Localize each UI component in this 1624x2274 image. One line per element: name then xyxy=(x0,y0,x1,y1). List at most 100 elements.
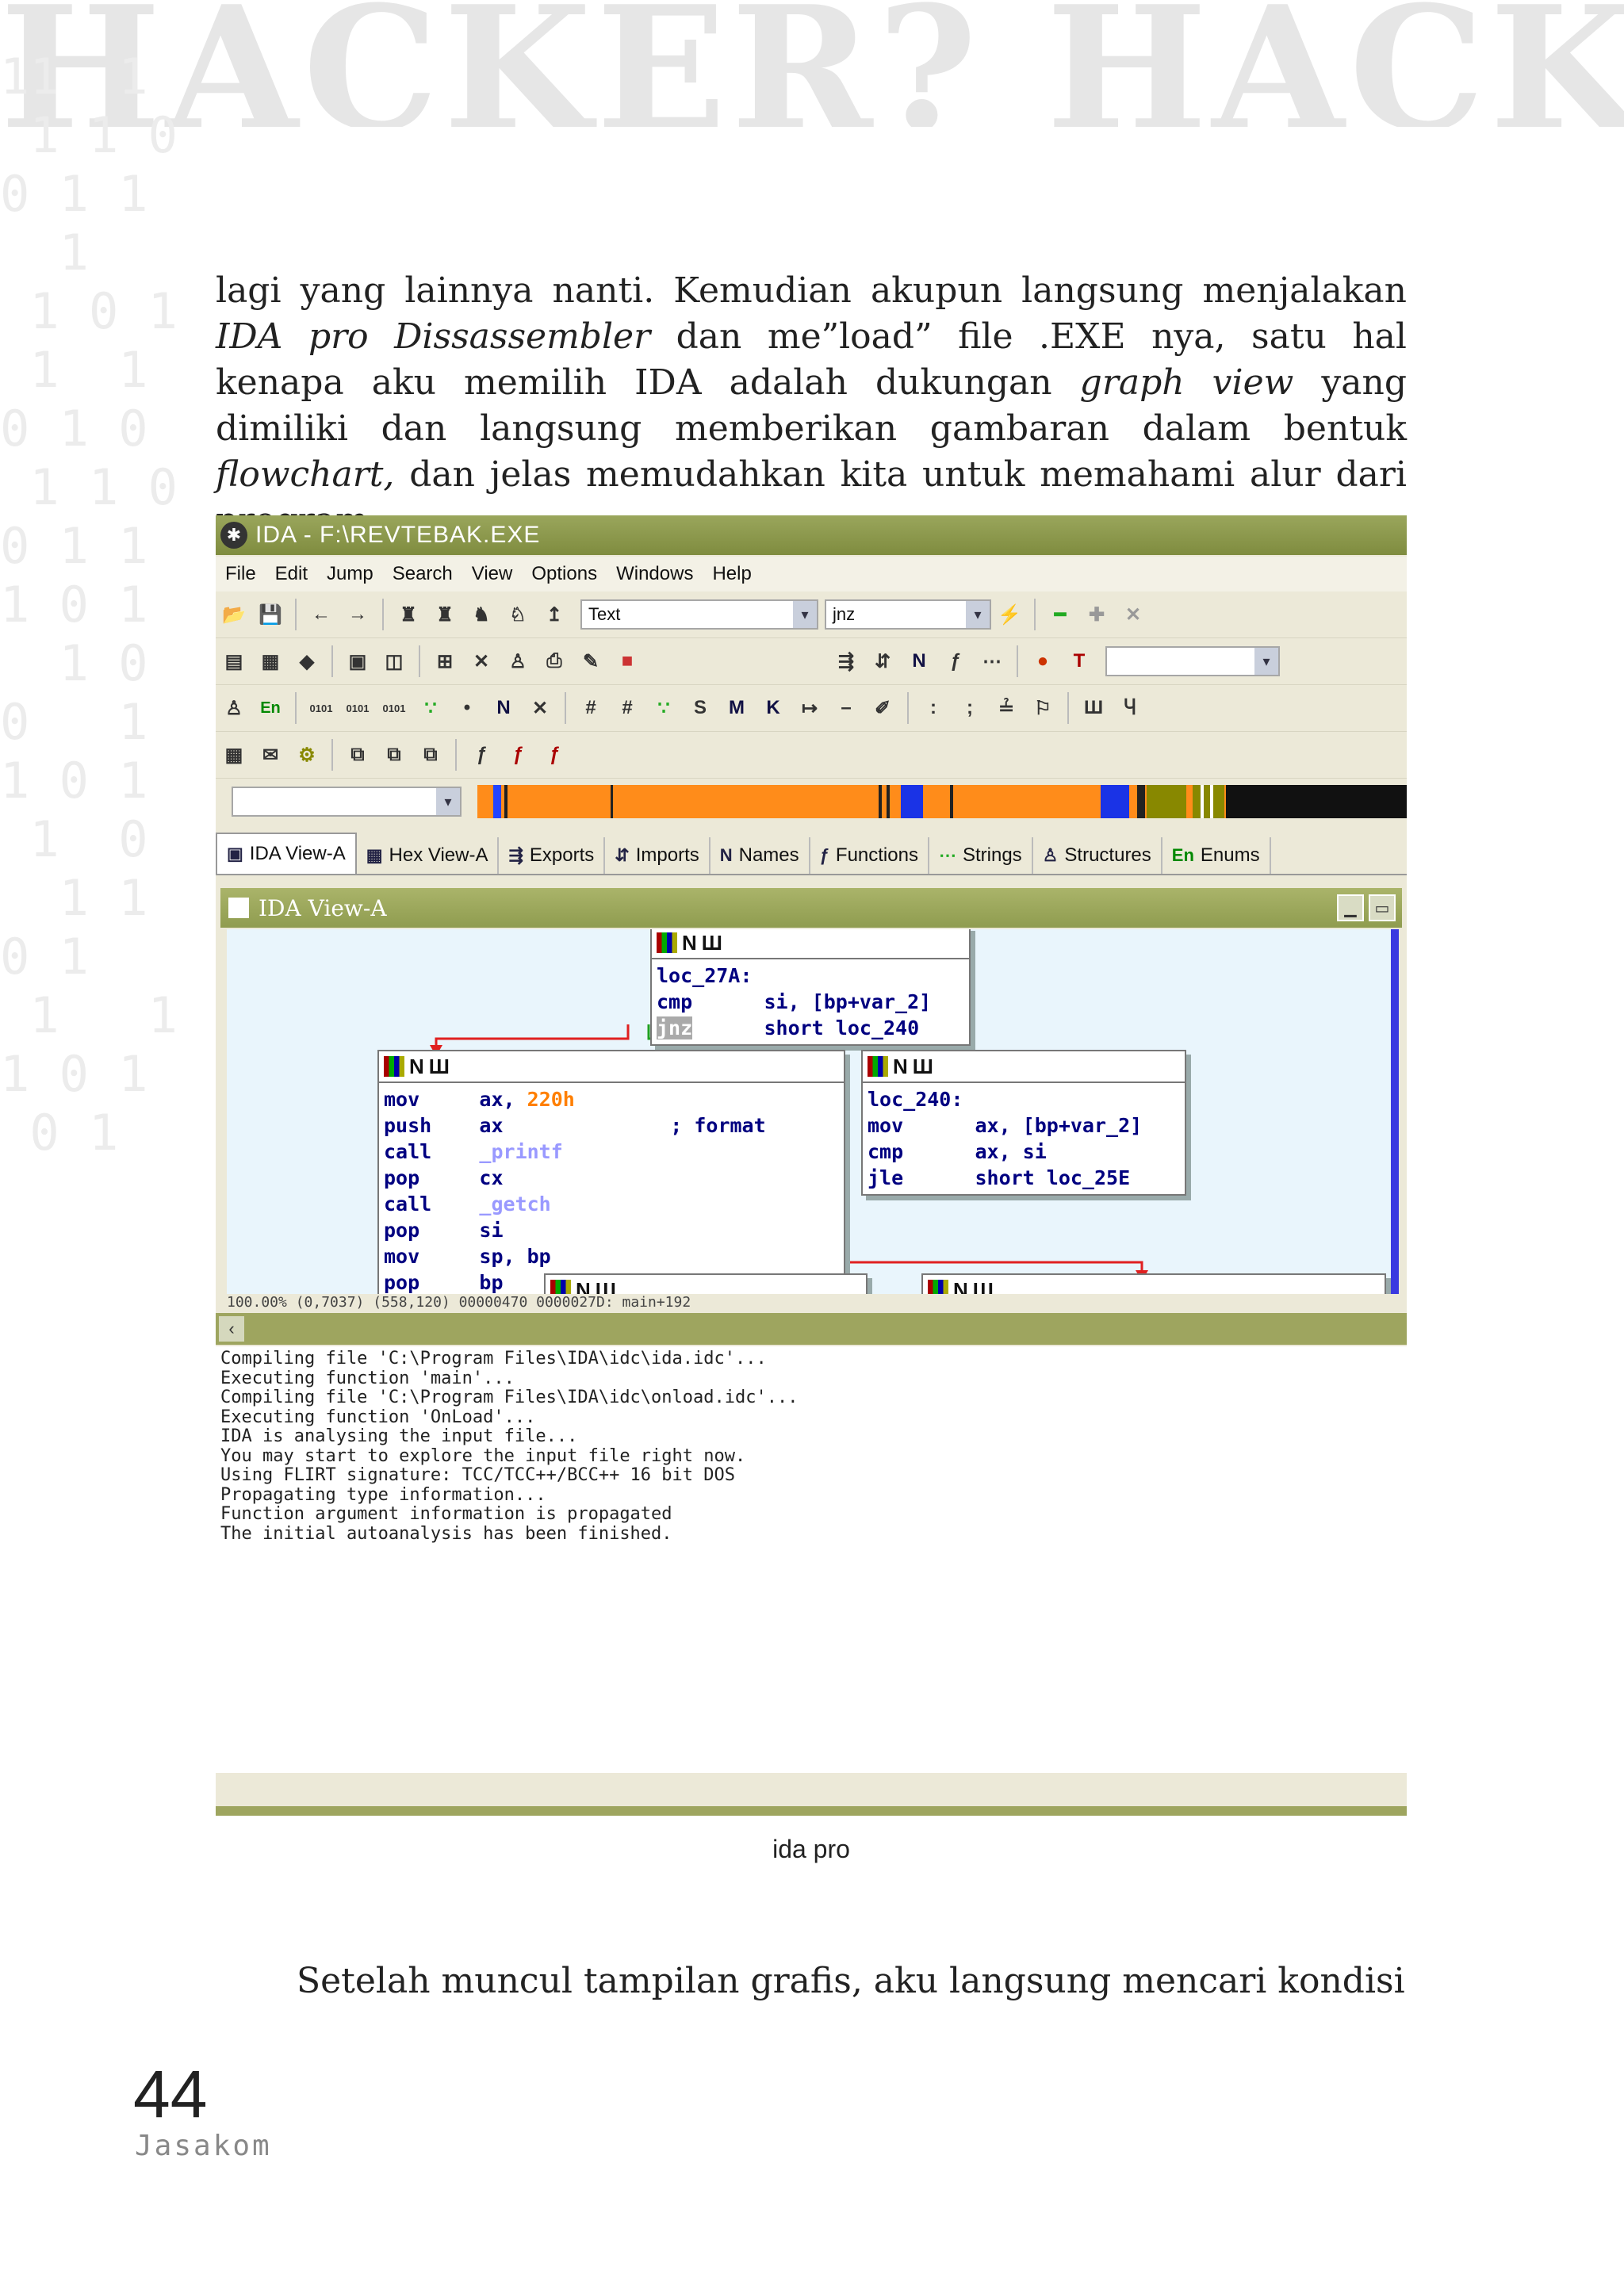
segment-icon[interactable]: ▤ xyxy=(224,650,243,672)
menu-options[interactable]: Options xyxy=(531,563,598,584)
type-icon[interactable]: T xyxy=(1073,650,1086,672)
scroll-left-icon[interactable]: ‹ xyxy=(219,1316,244,1342)
tab-imports[interactable]: ⇵Imports xyxy=(605,837,710,874)
highlighted-jnz[interactable]: jnz xyxy=(657,1016,693,1039)
wrench-icon[interactable]: ✎ xyxy=(582,650,599,672)
tab-structures[interactable]: ♙Structures xyxy=(1033,837,1162,874)
xref-to-icon[interactable]: ⧉ xyxy=(387,744,401,765)
menu-file[interactable]: File xyxy=(225,563,256,584)
horizontal-scrollbar[interactable]: ‹ xyxy=(216,1313,1407,1345)
struct-icon[interactable]: ♙ xyxy=(509,650,527,672)
expand-icon[interactable]: ✚ xyxy=(1088,603,1105,626)
plugin-icon[interactable]: ⚙ xyxy=(298,744,316,766)
semicolon-icon[interactable]: ; xyxy=(967,697,973,718)
script-icon[interactable]: ✉ xyxy=(262,744,279,766)
menu-windows[interactable]: Windows xyxy=(616,563,694,584)
search-text-icon[interactable]: ♞ xyxy=(473,603,490,626)
navigation-band[interactable] xyxy=(477,785,1407,818)
offset-icon[interactable]: ↦ xyxy=(801,697,818,719)
tab-exports[interactable]: ⇶Exports xyxy=(499,837,606,874)
minimize-icon[interactable]: ▁ xyxy=(1337,894,1364,921)
tab-strings[interactable]: ⋯Strings xyxy=(929,837,1033,874)
array-icon[interactable]: 0101 xyxy=(382,702,406,714)
palette-icon[interactable]: ■ xyxy=(621,650,634,672)
search-binoculars-icon[interactable]: ♜ xyxy=(400,603,417,626)
function-ref[interactable]: _printf xyxy=(479,1140,563,1163)
function-end-icon[interactable]: ƒ xyxy=(549,744,560,765)
search-imm-icon[interactable]: ♘ xyxy=(509,603,527,626)
instruction-combo[interactable]: jnz▾ xyxy=(825,599,991,630)
name-m-icon[interactable]: M xyxy=(729,697,745,718)
graph-icon[interactable]: Ш xyxy=(1083,697,1104,718)
tab-ida-view-a[interactable]: ▣IDA View-A xyxy=(216,833,357,874)
save-icon[interactable]: 💾 xyxy=(259,603,282,626)
comment-icon[interactable]: ≟ xyxy=(998,697,1015,719)
subwindow-titlebar[interactable]: IDA View-A ▁ ▭ xyxy=(220,888,1402,928)
search-next-icon[interactable]: ♜ xyxy=(436,603,454,626)
function-edit-icon[interactable]: ƒ xyxy=(512,744,523,765)
exports-icon[interactable]: ⇶ xyxy=(837,650,855,672)
functions-icon[interactable]: ƒ xyxy=(950,650,961,672)
lightning-icon[interactable]: ⚡ xyxy=(998,603,1021,626)
data-icon[interactable]: 0101 xyxy=(346,702,370,714)
delete-icon[interactable]: ✕ xyxy=(531,697,549,719)
window-icon[interactable]: ◫ xyxy=(385,650,404,672)
menu-view[interactable]: View xyxy=(471,563,513,584)
hex-icon[interactable]: ⊞ xyxy=(436,650,454,672)
view-mode-combo[interactable]: Text▾ xyxy=(580,599,818,630)
segment-s-icon[interactable]: S xyxy=(693,697,707,718)
char-icon[interactable]: ∵ xyxy=(657,697,670,719)
colon-icon[interactable]: : xyxy=(930,697,936,718)
undefine-icon[interactable]: ∵ xyxy=(424,697,437,719)
menu-help[interactable]: Help xyxy=(712,563,752,584)
diamond-icon[interactable]: ◆ xyxy=(299,650,315,672)
back-arrow-icon[interactable]: ← xyxy=(312,603,331,625)
print-icon[interactable]: ⎙ xyxy=(546,650,562,672)
segment-combo[interactable]: ▾ xyxy=(232,787,462,817)
cross-icon[interactable]: ✕ xyxy=(473,650,490,672)
dot-icon[interactable]: • xyxy=(463,697,471,718)
jump-icon[interactable]: ↥ xyxy=(546,603,563,626)
calc-icon[interactable]: ▣ xyxy=(348,650,367,672)
struct-member-icon[interactable]: ♙ xyxy=(225,697,243,719)
imports-icon[interactable]: ⇵ xyxy=(874,650,891,672)
menu-edit[interactable]: Edit xyxy=(274,563,308,584)
close-icon[interactable]: ✕ xyxy=(1124,603,1142,626)
enum-icon[interactable]: En xyxy=(260,699,281,717)
xref-icon[interactable]: ⧉ xyxy=(350,744,365,765)
strings-icon[interactable]: ⋯ xyxy=(982,650,1002,672)
xref-from-icon[interactable]: ⧉ xyxy=(423,744,438,765)
flag-icon[interactable]: ⚐ xyxy=(1034,697,1051,719)
collapse-icon[interactable]: ━ xyxy=(1054,603,1067,626)
names-icon[interactable]: N xyxy=(912,650,926,672)
tab-hex-view-a[interactable]: ▦Hex View-A xyxy=(357,837,500,874)
calculator-icon[interactable]: ▦ xyxy=(224,744,243,766)
hash-icon[interactable]: # xyxy=(622,697,633,718)
forward-arrow-icon[interactable]: → xyxy=(348,603,367,625)
pen-icon[interactable]: ✐ xyxy=(874,697,891,719)
function-ref[interactable]: _getch xyxy=(479,1193,551,1215)
window-titlebar[interactable]: ✱ IDA - F:\REVTEBAK.EXE xyxy=(216,515,1407,555)
function-icon[interactable]: ƒ xyxy=(476,744,487,765)
menu-search[interactable]: Search xyxy=(392,563,453,584)
minus-icon[interactable]: – xyxy=(841,697,852,718)
open-icon[interactable]: 📂 xyxy=(222,603,246,626)
number-icon[interactable]: # xyxy=(585,697,596,718)
name-icon[interactable]: N xyxy=(496,697,511,718)
grid-icon[interactable]: ▦ xyxy=(261,650,280,672)
breakpoint-icon[interactable]: ● xyxy=(1036,650,1049,672)
empty-combo[interactable]: ▾ xyxy=(1105,646,1280,676)
code-icon[interactable]: 0101 xyxy=(309,702,333,714)
graph-text-icon[interactable]: Ⴗ xyxy=(1124,697,1136,719)
menu-jump[interactable]: Jump xyxy=(327,563,373,584)
name-k-icon[interactable]: K xyxy=(766,697,780,718)
